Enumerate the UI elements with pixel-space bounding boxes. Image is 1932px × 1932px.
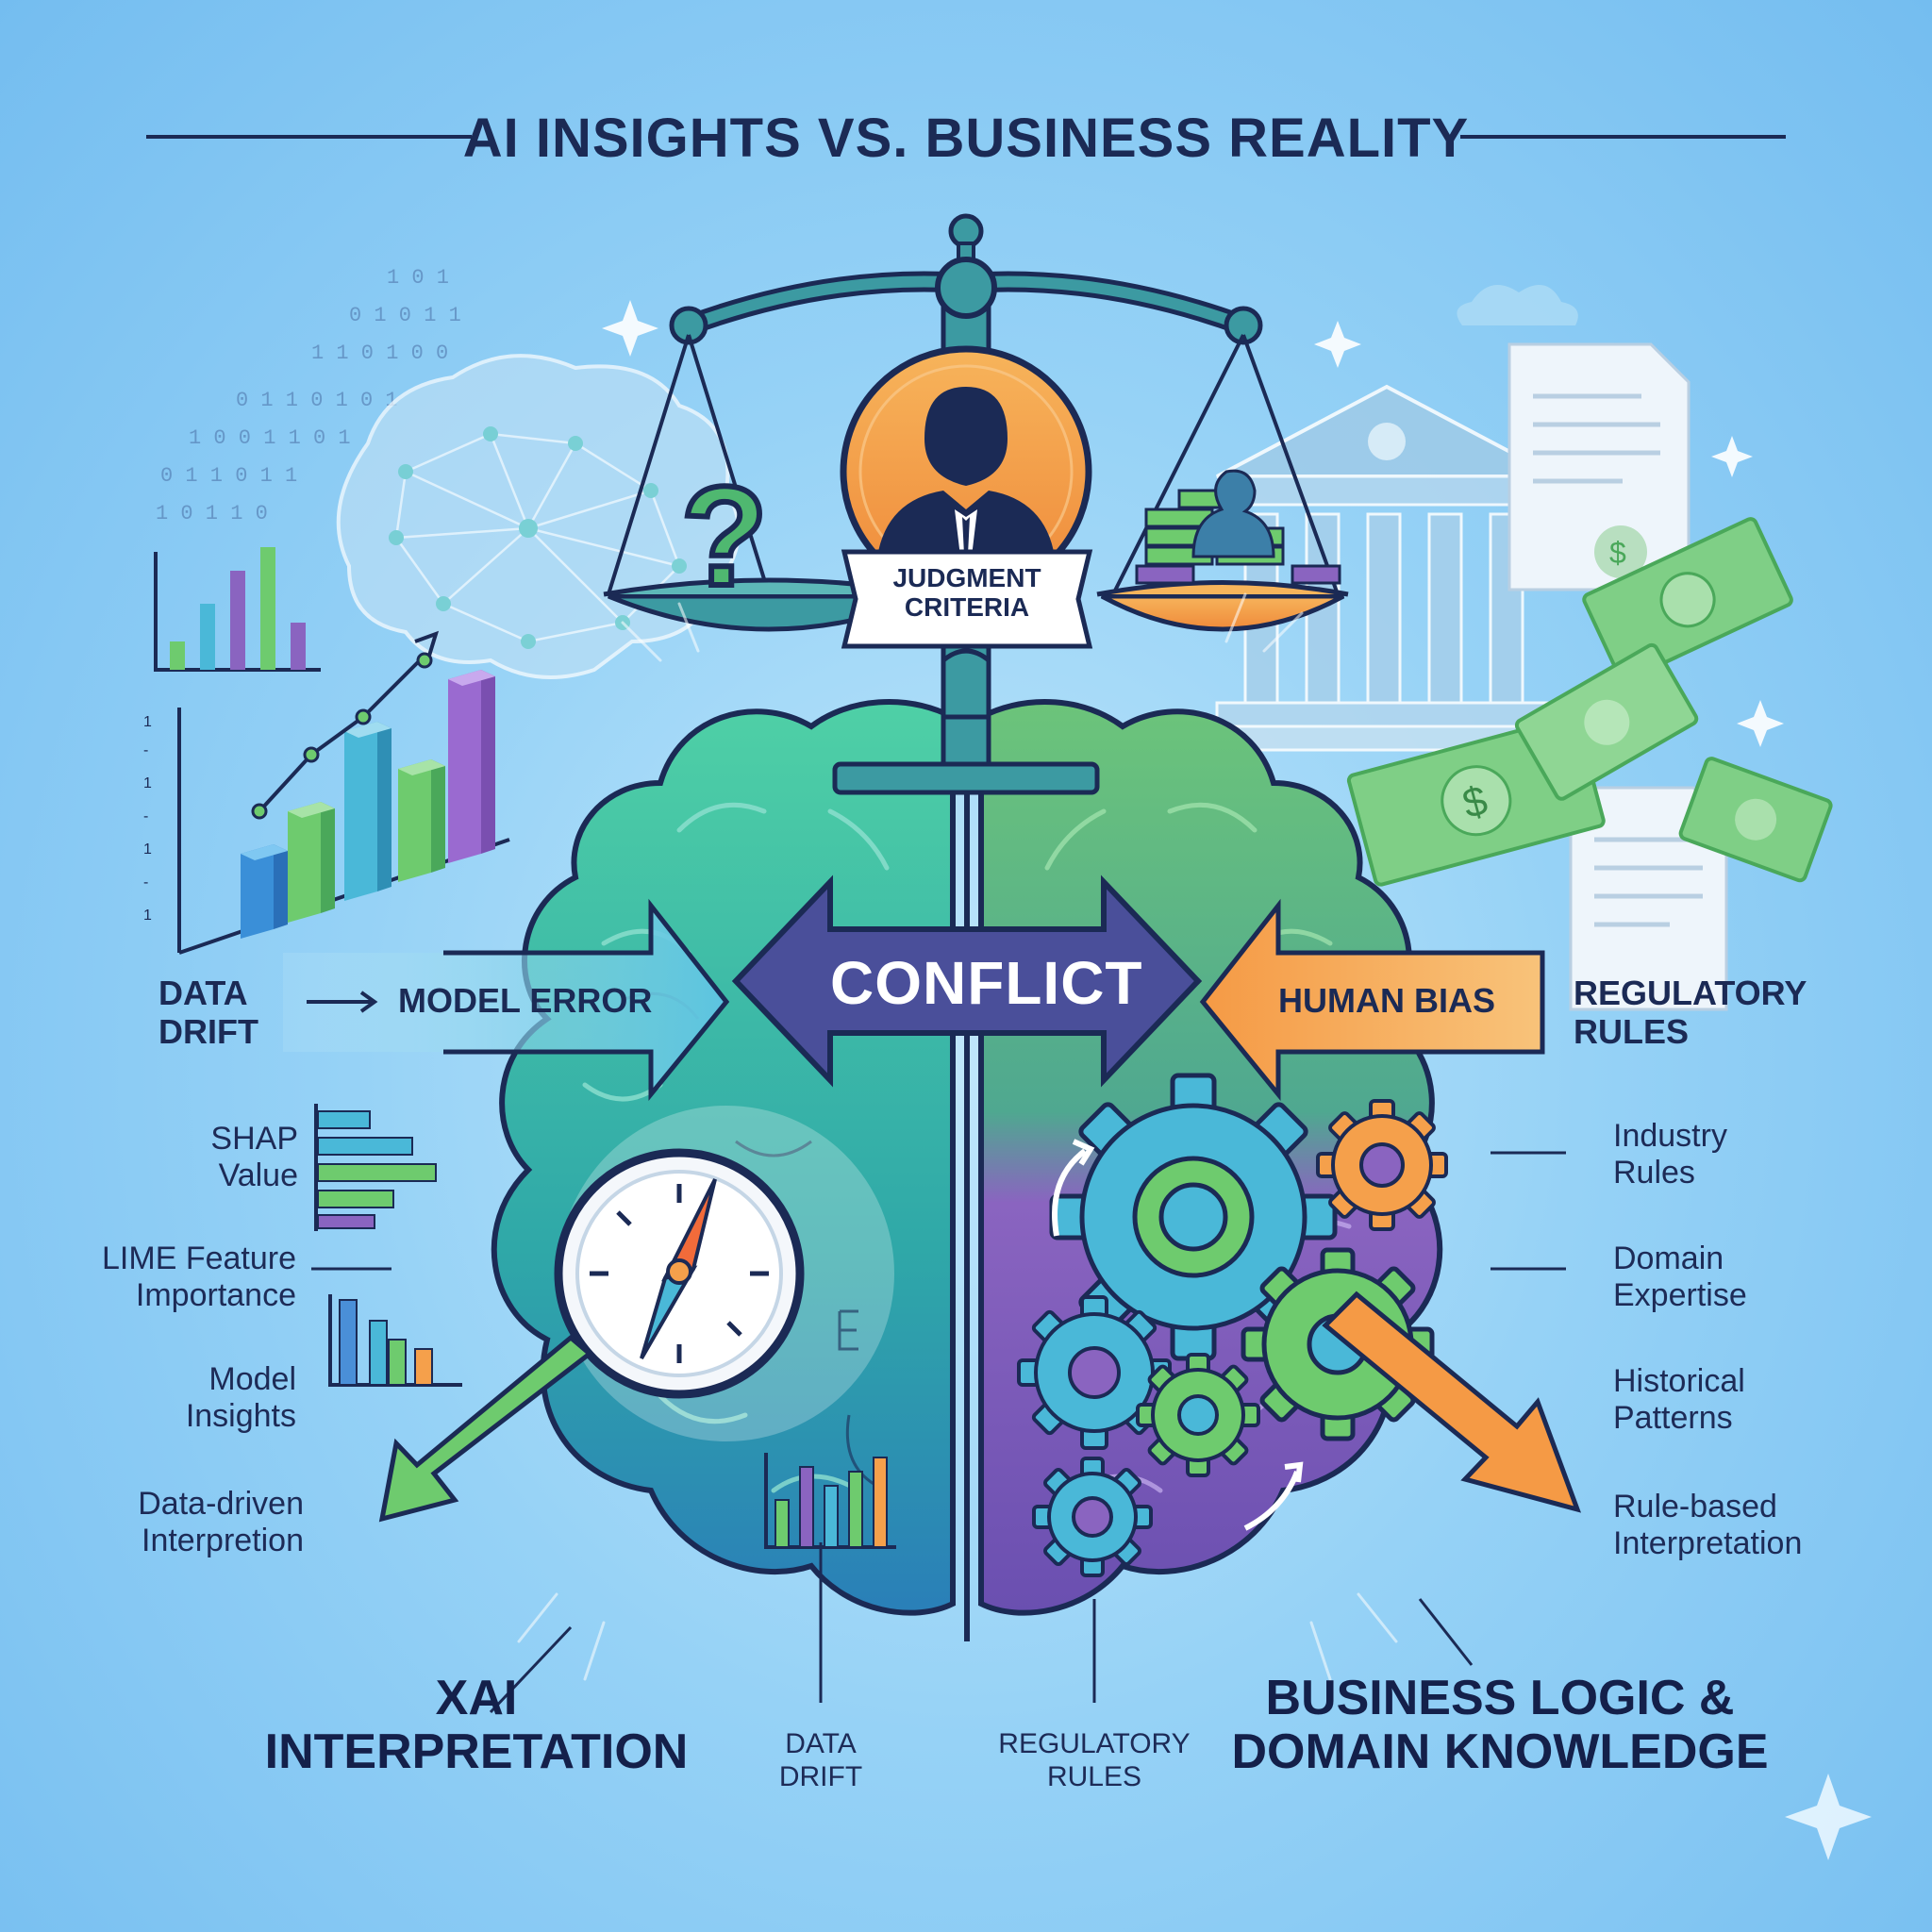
svg-text:1: 1: [143, 841, 152, 858]
radiating-lines: [517, 592, 1398, 1681]
orange-arrow-down-right: [1322, 1291, 1582, 1513]
document-icon-lower: [1569, 786, 1728, 1011]
bar-chart-icon-small: [154, 547, 321, 672]
left-item-data-driven: Data-driven Interpretion: [138, 1486, 304, 1559]
svg-text:1: 1: [143, 908, 152, 924]
right-item-historical-line2: Patterns: [1613, 1400, 1733, 1437]
left-item-lime-line2: Importance: [135, 1277, 296, 1314]
model-error-arrow: [283, 898, 730, 1102]
business-logic-heading: BUSINESS LOGIC & DOMAIN KNOWLEDGE: [1198, 1671, 1802, 1780]
lime-feature-bars: [328, 1294, 462, 1387]
compass-icon: [554, 1106, 894, 1441]
svg-text:-: -: [143, 874, 148, 891]
bottom-regulatory-line1: REGULATORY: [998, 1728, 1191, 1759]
svg-text:1 0 1: 1 0 1: [387, 266, 449, 290]
dollar-icon: $: [1609, 536, 1626, 570]
conflict-double-arrow: [731, 874, 1203, 1088]
right-item-rule-based-line2: Interpretation: [1613, 1525, 1803, 1562]
left-item-model-insights-line1: Model: [208, 1361, 296, 1397]
money-bills-icon: $: [1346, 517, 1833, 887]
svg-text:0 1 1 0 1 0 1: 0 1 1 0 1 0 1: [236, 389, 398, 412]
judgment-criteria-box: [841, 549, 1093, 649]
right-item-rule-based: Rule-based Interpretation: [1613, 1489, 1802, 1562]
right-item-historical-line1: Historical: [1613, 1363, 1745, 1399]
bank-building-icon: [1196, 384, 1577, 752]
right-regulatory-rules-line1: REGULATORY: [1574, 974, 1807, 1012]
label-connector-lines: [311, 1151, 1566, 1714]
judgment-criteria-line1: JUDGMENT: [892, 563, 1041, 592]
right-item-rule-based-line1: Rule-based: [1613, 1489, 1777, 1524]
question-mark-icon: ?: [681, 457, 768, 615]
left-item-data-driven-line2: Interpretion: [142, 1523, 304, 1559]
left-item-shap: SHAP Value: [210, 1121, 298, 1194]
left-item-model-insights: Model Insights: [186, 1361, 296, 1435]
svg-text:-: -: [143, 808, 148, 824]
right-item-industry-line2: Rules: [1613, 1155, 1695, 1191]
left-item-data-driven-line1: Data-driven: [138, 1486, 304, 1522]
xai-interpretation-heading: XAI INTERPRETATION: [241, 1671, 712, 1780]
svg-text:1: 1: [143, 775, 152, 791]
svg-text:-: -: [143, 742, 148, 758]
shap-value-bars: [314, 1104, 437, 1231]
green-arrow-down-left: [378, 1334, 593, 1523]
business-heading-line1: BUSINESS LOGIC &: [1265, 1671, 1735, 1725]
right-regulatory-rules-label: REGULATORY RULES: [1574, 974, 1807, 1052]
human-bias-label: HUMAN BIAS: [1278, 981, 1495, 1020]
data-drift-connector: [307, 991, 378, 1013]
right-item-domain-line1: Domain: [1613, 1241, 1724, 1276]
human-bias-arrow: [1199, 898, 1545, 1102]
right-item-domain-expertise: Domain Expertise: [1613, 1241, 1747, 1314]
binary-digits-decoration: 1 0 1 0 1 0 1 1 1 1 0 1 0 0 0 1 1 0 1 0 …: [156, 266, 461, 525]
document-icon: $: [1507, 342, 1690, 591]
svg-text:0 1 1 0 1 1: 0 1 1 0 1 1: [160, 464, 297, 488]
svg-text:0 1 0 1 1: 0 1 0 1 1: [349, 304, 461, 327]
bottom-regulatory-rules-label: REGULATORY RULES: [986, 1728, 1203, 1793]
left-item-shap-line2: Value: [218, 1158, 298, 1194]
right-item-historical-patterns: Historical Patterns: [1613, 1363, 1745, 1437]
left-data-drift-label: DATA DRIFT: [158, 974, 258, 1052]
right-item-industry-rules: Industry Rules: [1613, 1118, 1727, 1191]
xai-heading-line2: INTERPRETATION: [264, 1724, 689, 1780]
money-stack-icon: [1135, 469, 1341, 585]
bottom-data-drift-line2: DRIFT: [778, 1760, 863, 1792]
left-data-drift-line1: DATA: [158, 974, 248, 1012]
bar-chart-icon-inside-brain: [764, 1453, 896, 1549]
model-error-label: MODEL ERROR: [398, 981, 653, 1020]
right-item-domain-line2: Expertise: [1613, 1277, 1747, 1314]
right-item-industry-line1: Industry: [1613, 1118, 1727, 1154]
left-item-shap-line1: SHAP: [210, 1121, 298, 1157]
bottom-regulatory-line2: RULES: [1046, 1760, 1142, 1792]
right-regulatory-rules-line2: RULES: [1574, 1012, 1690, 1052]
sparkle-icons: [602, 285, 1872, 1860]
conflict-label: CONFLICT: [830, 949, 1143, 1017]
left-item-model-insights-line2: Insights: [185, 1398, 296, 1435]
left-item-lime: LIME Feature Importance: [102, 1241, 296, 1314]
svg-text:1 0 1 1 0: 1 0 1 1 0: [156, 502, 268, 525]
bar-chart-3d-icon: 1 - 1 - 1 - 1: [143, 630, 510, 955]
left-item-lime-line1: LIME Feature: [102, 1241, 296, 1276]
business-heading-line2: DOMAIN KNOWLEDGE: [1231, 1724, 1769, 1780]
svg-text:1 0 0 1 1 0 1: 1 0 0 1 1 0 1: [189, 426, 351, 450]
judgment-criteria-label: JUDGMENT CRITERIA: [854, 563, 1080, 623]
neural-network-icon: [336, 354, 741, 679]
bottom-data-drift-line1: DATA: [785, 1728, 857, 1759]
judgment-criteria-line2: CRITERIA: [904, 591, 1030, 622]
svg-text:1 1 0 1 0 0: 1 1 0 1 0 0: [311, 341, 448, 365]
bottom-data-drift-label: DATA DRIFT: [755, 1728, 887, 1793]
businessman-icon: [840, 345, 1092, 598]
svg-text:1: 1: [143, 714, 152, 730]
page-title: AI INSIGHTS VS. BUSINESS REALITY: [462, 108, 1470, 169]
left-data-drift-line2: DRIFT: [158, 1012, 258, 1052]
xai-heading-line1: XAI: [435, 1671, 518, 1725]
